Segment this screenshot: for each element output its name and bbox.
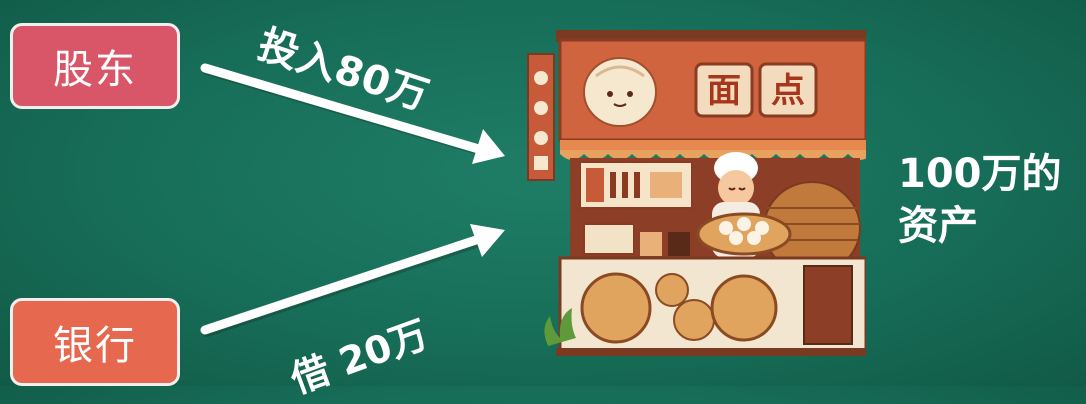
- flow-arrows: [200, 63, 505, 337]
- borrow-arrow: [200, 224, 505, 337]
- side-banner: [527, 53, 555, 181]
- assets-result-line-1: 100万的: [898, 151, 1062, 197]
- awning: [560, 140, 866, 160]
- steamed-bun-icon: [583, 57, 657, 127]
- bank-box: 银行: [10, 298, 180, 386]
- dumpling-stall-illustration: 面 点: [527, 30, 866, 356]
- invest-arrow: [200, 63, 505, 164]
- assets-result-line-2: 资产: [898, 203, 978, 249]
- plant-icon: [544, 308, 576, 346]
- stall-base: [556, 348, 866, 356]
- shareholder-box: 股东: [10, 23, 180, 109]
- counter-front: [558, 256, 866, 352]
- assets-result-text: 100万的 资产: [898, 148, 1062, 252]
- shop-sign-char-2: 点: [771, 71, 805, 111]
- shop-sign-plaque: 面 点: [694, 62, 818, 118]
- menu-board: [579, 161, 693, 209]
- bank-label: 银行: [53, 323, 137, 369]
- counter-items: [583, 223, 690, 256]
- shop-sign-char-1: 面: [707, 71, 741, 111]
- dumpling-tray: [696, 212, 792, 256]
- shareholder-label: 股东: [53, 47, 137, 93]
